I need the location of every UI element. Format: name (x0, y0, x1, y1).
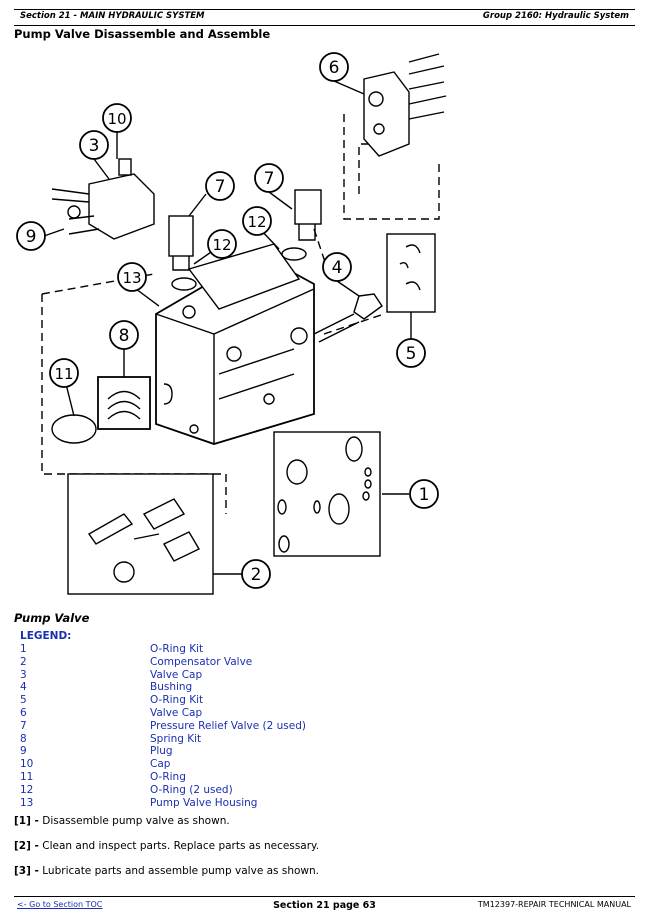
callout-13: 13 (122, 269, 141, 287)
callout-6: 6 (329, 58, 340, 78)
legend-part-name: Plug (150, 745, 173, 758)
legend-part-name: Bushing (150, 681, 193, 694)
legend-number: 4 (20, 681, 27, 694)
callout-7a: 7 (215, 177, 226, 197)
legend-item: 1 O-Ring Kit (20, 643, 420, 656)
legend-item: 6 Valve Cap (20, 707, 420, 720)
callout-2: 2 (251, 565, 262, 585)
legend-title: LEGEND: (20, 630, 72, 642)
callout-4: 4 (332, 258, 343, 278)
page-footer: <- Go to Section TOC Section 21 page 63 … (14, 896, 635, 915)
manual-title: TM12397-REPAIR TECHNICAL MANUAL (477, 900, 631, 909)
group-title: Group 2160: Hydraulic System (482, 11, 629, 21)
legend-item: 5 O-Ring Kit (20, 694, 420, 707)
legend-item: 3 Valve Cap (20, 669, 420, 682)
legend-number: 1 (20, 643, 27, 655)
legend-part-name: Cap (150, 758, 171, 771)
legend-part-name: O-Ring Kit (150, 643, 204, 655)
step-1: [1] - Disassemble pump valve as shown. (14, 815, 230, 827)
legend-number: 6 (20, 706, 27, 719)
legend-number: 3 (20, 668, 27, 681)
legend-number: 5 (20, 694, 27, 707)
step-marker: [2] - (14, 840, 39, 852)
callout-11: 11 (54, 365, 73, 383)
legend-item: 9 Plug (20, 745, 420, 758)
legend-number: 10 (20, 758, 34, 771)
callout-8: 8 (119, 326, 130, 346)
legend-number: 7 (20, 719, 27, 732)
legend-part-name: Compensator Valve (150, 655, 253, 668)
legend-item: 10 Cap (20, 758, 420, 771)
section-title: Section 21 - MAIN HYDRAULIC SYSTEM (20, 11, 205, 21)
callout-5: 5 (406, 344, 417, 364)
callout-1: 1 (419, 485, 430, 505)
legend-item: 2 Compensator Valve (20, 656, 420, 669)
legend-number: 12 (20, 783, 34, 796)
callout-7b: 7 (264, 169, 275, 189)
section-toc-link[interactable]: <- Go to Section TOC (17, 900, 103, 909)
step-marker: [3] - (14, 865, 39, 877)
legend-part-name: Valve Cap (150, 668, 203, 681)
callout-12b: 12 (247, 213, 266, 231)
legend-item: 12 O-Ring (2 used) (20, 784, 420, 797)
legend-number: 2 (20, 655, 27, 668)
legend-part-name: Pump Valve Housing (150, 796, 258, 809)
legend-item: 4 Bushing (20, 681, 420, 694)
legend-number: 13 (20, 796, 34, 809)
legend-number: 11 (20, 770, 34, 783)
legend-part-name: O-Ring Kit (150, 694, 204, 707)
legend-part-name: Spring Kit (150, 732, 202, 745)
page-header: Section 21 - MAIN HYDRAULIC SYSTEM Group… (14, 9, 635, 26)
legend-part-name: O-Ring (2 used) (150, 783, 233, 796)
step-3: [3] - Lubricate parts and assemble pump … (14, 865, 319, 877)
legend-part-name: O-Ring (150, 770, 186, 783)
callout-10: 10 (107, 110, 126, 128)
step-text: Clean and inspect parts. Replace parts a… (42, 840, 320, 852)
exploded-view-diagram: 1 2 3 4 5 6 7 7 8 9 10 11 12 12 13 (16, 52, 447, 595)
legend-part-name: Valve Cap (150, 706, 203, 719)
figure-caption: Pump Valve (14, 611, 90, 625)
legend-item: 7 Pressure Relief Valve (2 used) (20, 720, 420, 733)
callout-3: 3 (89, 136, 100, 156)
legend-number: 8 (20, 732, 27, 745)
legend-part-name: Pressure Relief Valve (2 used) (150, 719, 306, 732)
step-text: Disassemble pump valve as shown. (42, 815, 230, 827)
page-number: Section 21 page 63 (273, 900, 376, 911)
callout-9: 9 (26, 227, 37, 247)
legend-item: 8 Spring Kit (20, 733, 420, 746)
callout-12a: 12 (212, 236, 231, 254)
step-2: [2] - Clean and inspect parts. Replace p… (14, 840, 319, 852)
legend-item: 13 Pump Valve Housing (20, 797, 420, 810)
page-title: Pump Valve Disassemble and Assemble (14, 27, 271, 41)
step-text: Lubricate parts and assemble pump valve … (42, 865, 319, 877)
legend-item: 11 O-Ring (20, 771, 420, 784)
legend-number: 9 (20, 745, 27, 758)
step-marker: [1] - (14, 815, 39, 827)
